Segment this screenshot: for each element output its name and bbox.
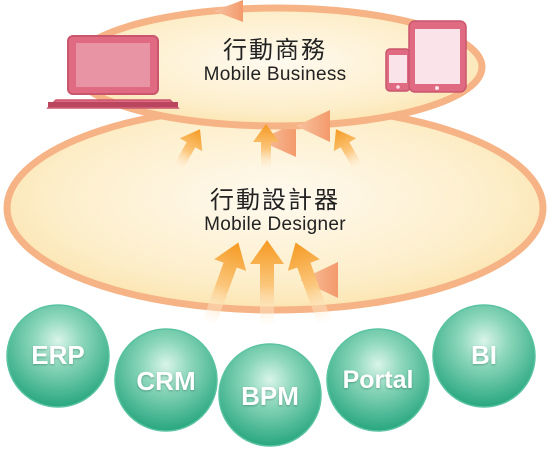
cycle-arrowhead	[214, 0, 243, 22]
upward-arrows-top	[172, 124, 364, 172]
system-circles	[6, 304, 536, 447]
phone-icon	[385, 48, 411, 92]
upward-arrows-bottom	[203, 240, 331, 324]
bpm-circle	[218, 343, 322, 447]
cycle-arrowhead	[300, 262, 338, 298]
crm-circle	[114, 328, 218, 432]
erp-circle	[6, 304, 110, 408]
bpm-label: BPM	[241, 381, 299, 411]
bi-circle	[432, 304, 536, 408]
cycle-arrowhead	[296, 110, 330, 142]
mobile-designer-title-zh: 行動設計器	[210, 186, 340, 214]
crm-label: CRM	[136, 366, 196, 396]
tablet-icon	[408, 20, 467, 93]
mobile-business-title-zh: 行動商務	[223, 36, 327, 64]
mobile-designer-title-en: Mobile Designer	[204, 214, 346, 235]
portal-label: Portal	[342, 366, 414, 394]
erp-label: ERP	[31, 340, 85, 370]
bi-label: BI	[471, 340, 497, 370]
laptop-icon	[46, 35, 180, 109]
mobile-business-title-en: Mobile Business	[203, 64, 347, 85]
portal-circle	[326, 328, 430, 432]
